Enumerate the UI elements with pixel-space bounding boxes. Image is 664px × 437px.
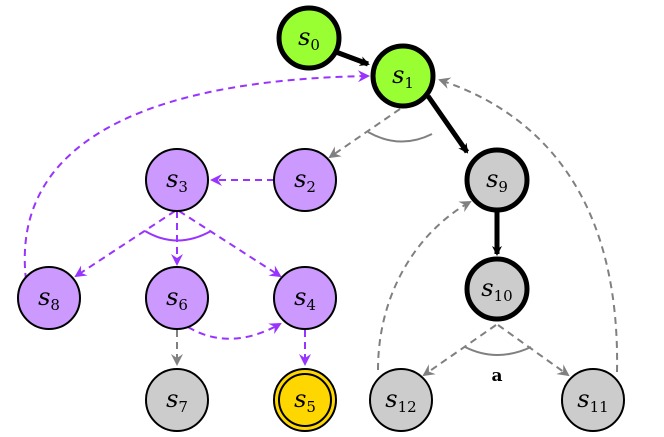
node-label-base: s (392, 61, 404, 89)
node-label: s3 (166, 165, 188, 196)
node-label: s4 (294, 283, 316, 314)
node-label-subscript: 8 (50, 296, 60, 314)
node-label: s7 (166, 385, 188, 416)
edge-s3-s4 (178, 210, 282, 278)
edge-label-action: a (491, 366, 502, 386)
node-label-subscript: 2 (306, 178, 316, 196)
edge-s11-s1 (438, 77, 619, 373)
node-label: s8 (38, 283, 60, 314)
node-s0: s0 (276, 5, 342, 71)
edge-s10-s11 (497, 324, 570, 377)
edge-s1-s2 (328, 108, 401, 159)
node-label-subscript: 10 (494, 287, 513, 305)
node-s12: s12 (369, 368, 433, 432)
node-s9: s9 (464, 147, 530, 213)
node-circle (276, 5, 342, 71)
node-label: s0 (298, 23, 320, 54)
node-label: s6 (166, 283, 188, 314)
node-label: s9 (486, 165, 508, 196)
node-label-base: s (294, 165, 306, 193)
node-s6: s6 (145, 266, 209, 330)
edge-s10-s12 (422, 324, 497, 377)
node-label-base: s (294, 385, 306, 413)
node-label-base: s (166, 385, 178, 413)
node-circle (561, 368, 625, 432)
node-label-subscript: 0 (310, 36, 320, 54)
accepting-ring (278, 373, 332, 427)
node-label-base: s (481, 274, 493, 302)
node-label-base: s (166, 283, 178, 311)
node-label-base: s (298, 23, 310, 51)
node-circle (273, 266, 337, 330)
node-label-subscript: 11 (590, 398, 609, 416)
node-s8: s8 (17, 266, 81, 330)
node-label-base: s (577, 385, 589, 413)
edge-s3-s8 (74, 210, 176, 278)
node-s5: s5 (273, 368, 337, 432)
node-s4: s4 (273, 266, 337, 330)
node-s7: s7 (145, 368, 209, 432)
node-label-subscript: 6 (178, 296, 188, 314)
node-label: s11 (577, 385, 608, 416)
and-arc-s3 (144, 230, 212, 242)
node-label-subscript: 7 (178, 398, 188, 416)
node-label: s10 (481, 274, 512, 305)
node-label: s5 (294, 385, 316, 416)
and-arc-s1 (367, 131, 433, 143)
node-circle (145, 368, 209, 432)
node-s11: s11 (561, 368, 625, 432)
node-circle (369, 368, 433, 432)
edge-s6-s4 (187, 323, 282, 340)
edge-s12-s9 (377, 201, 472, 371)
edge-s8-s1 (23, 70, 370, 281)
node-label: s2 (294, 165, 316, 196)
node-label: s1 (392, 61, 414, 92)
node-circle (145, 266, 209, 330)
node-circle (370, 43, 436, 109)
node-s1: s1 (370, 43, 436, 109)
node-label-base: s (486, 165, 498, 193)
node-label-subscript: 4 (306, 296, 316, 314)
node-label-subscript: 1 (404, 74, 414, 92)
node-label-base: s (166, 165, 178, 193)
edge-s0-s1 (335, 49, 370, 67)
node-circle (17, 266, 81, 330)
node-label-base: s (294, 283, 306, 311)
node-label-subscript: 3 (178, 178, 188, 196)
node-label-base: s (385, 385, 397, 413)
node-circle (145, 148, 209, 212)
node-s2: s2 (273, 148, 337, 212)
node-s10: s10 (464, 256, 530, 322)
node-label: s12 (385, 385, 416, 416)
and-arc-s10 (464, 346, 532, 356)
node-s3: s3 (145, 148, 209, 212)
node-circle (273, 368, 337, 432)
node-label-base: s (38, 283, 50, 311)
node-label-subscript: 5 (306, 398, 316, 416)
node-circle (464, 256, 530, 322)
edge-s1-s9 (425, 94, 470, 154)
node-label-subscript: 12 (398, 398, 417, 416)
node-label-subscript: 9 (498, 178, 508, 196)
node-circle (273, 148, 337, 212)
node-circle (464, 147, 530, 213)
